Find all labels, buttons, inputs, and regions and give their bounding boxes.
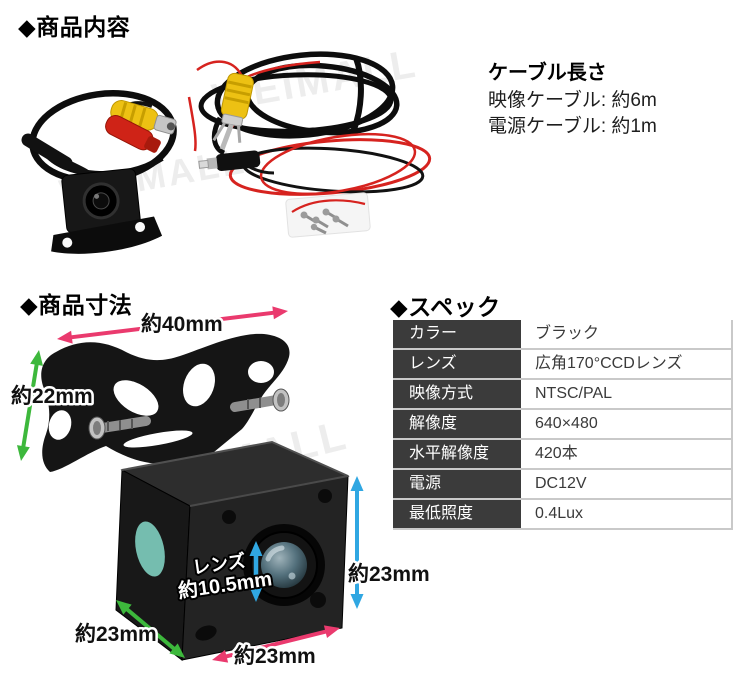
video-cable-coil: [198, 51, 400, 156]
spec-label: 水平解像度: [393, 440, 521, 468]
arrowhead: [249, 541, 263, 556]
dc-plug: [198, 150, 261, 171]
spec-row-power: 電源 DC12V: [393, 470, 731, 498]
mounting-bracket: [41, 333, 290, 472]
arrowhead: [212, 650, 229, 663]
spec-row-horizontal-resolution: 水平解像度 420本: [393, 440, 731, 468]
spec-label: 解像度: [393, 410, 521, 438]
spec-row-lens: レンズ 広角170°CCDレンズ: [393, 350, 731, 378]
label-bracket-height: 約22mm: [11, 384, 93, 408]
arrowhead: [350, 594, 364, 609]
spec-label: カラー: [393, 320, 521, 348]
camera-body: [115, 440, 350, 661]
spec-label: 最低照度: [393, 500, 521, 528]
power-connector-red: [105, 114, 161, 153]
dimension-arrows: [16, 306, 364, 663]
arrowhead: [30, 350, 44, 366]
spec-label: 映像方式: [393, 380, 521, 408]
spec-value: 広角170°CCDレンズ: [521, 350, 731, 378]
label-body-width: 約23mm: [234, 644, 316, 668]
arrowhead: [323, 625, 340, 638]
bracket-screws: [88, 388, 290, 440]
spec-row-resolution: 解像度 640×480: [393, 410, 731, 438]
section-heading-dimensions: ◆商品寸法: [20, 292, 133, 318]
label-body-depth: 約23mm: [75, 622, 157, 646]
arrowhead: [16, 445, 30, 461]
spec-value: NTSC/PAL: [521, 380, 731, 408]
arrow-bracket-height: [21, 362, 39, 449]
section-heading-spec: ◆スペック: [390, 294, 501, 320]
spec-value: 420本: [521, 440, 731, 468]
spec-row-video-format: 映像方式 NTSC/PAL: [393, 380, 731, 408]
dimension-diagram: WEIMALL: [9, 306, 432, 671]
qc-sticker: [135, 521, 165, 577]
spec-value: 640×480: [521, 410, 731, 438]
spec-table: カラー ブラック レンズ 広角170°CCDレンズ 映像方式 NTSC/PAL …: [393, 320, 733, 530]
camera-lens: [243, 524, 325, 606]
spec-label: レンズ: [393, 350, 521, 378]
arrowhead: [57, 330, 73, 344]
rca-plug-yellow-male: [212, 72, 254, 151]
spec-label: 電源: [393, 470, 521, 498]
arrow-body-depth: [124, 606, 177, 652]
power-cable-length: 電源ケーブル: 約1m: [488, 116, 657, 137]
spec-value: ブラック: [521, 320, 731, 348]
arrowhead: [169, 643, 185, 658]
label-bracket-width: 約40mm: [141, 312, 223, 336]
cable-length-title: ケーブル長さ: [488, 62, 607, 84]
arrowhead: [116, 600, 132, 615]
product-photo: WEIMALL WEIMALL: [21, 41, 432, 254]
label-body-height: 約23mm: [348, 562, 430, 586]
screws-bag: [285, 192, 371, 238]
arrowhead: [249, 587, 263, 602]
spec-row-color: カラー ブラック: [393, 320, 731, 348]
arrow-bracket-width: [69, 310, 276, 340]
arrowhead: [350, 476, 364, 491]
spec-value: DC12V: [521, 470, 731, 498]
cable-length-info: ケーブル長さ 映像ケーブル: 約6m 電源ケーブル: 約1m: [488, 56, 657, 140]
section-heading-contents: ◆商品内容: [18, 14, 131, 40]
video-cable-length: 映像ケーブル: 約6m: [488, 90, 657, 111]
spec-value: 0.4Lux: [521, 500, 731, 528]
arrow-body-width: [224, 629, 328, 659]
spec-row-min-illumination: 最低照度 0.4Lux: [393, 500, 731, 528]
arrowhead: [272, 306, 288, 320]
